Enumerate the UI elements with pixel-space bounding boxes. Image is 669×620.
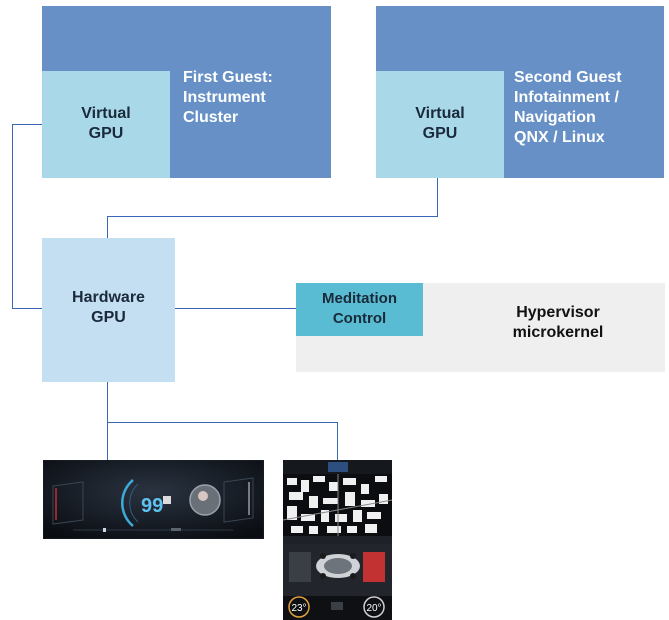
connector-left-vertical (12, 124, 13, 309)
first-virtual-gpu-label: Virtual GPU (42, 104, 170, 144)
second-guest-title: Second Guest Infotainment / Navigation Q… (514, 68, 664, 148)
meditation-line1: Meditation (322, 290, 397, 307)
infotainment-temp-right: 20° (366, 603, 381, 614)
first-guest-title-line1: First Guest: (183, 69, 273, 86)
infotainment-screen: 23° 20° (283, 460, 392, 620)
second-vgpu-line2: GPU (422, 125, 458, 142)
second-virtual-gpu-label: Virtual GPU (376, 104, 504, 144)
hardware-gpu-box: Hardware GPU (42, 238, 175, 382)
hardware-gpu-line1: Hardware (72, 289, 145, 306)
connector-mid-vertical (107, 216, 108, 239)
connector-left-bottom (12, 308, 43, 309)
first-vgpu-line1: Virtual (81, 105, 131, 122)
hypervisor-line2: microkernel (512, 324, 604, 341)
second-guest-title-line2: Infotainment / (514, 89, 619, 106)
first-guest-title-line3: Cluster (183, 109, 239, 126)
cluster-speed: 99 (141, 495, 163, 517)
first-guest-title-line2: Instrument (183, 89, 266, 106)
hypervisor-line1: Hypervisor (516, 304, 600, 321)
instrument-cluster-screen: 99 (43, 460, 264, 539)
meditation-control-label: Meditation Control (296, 289, 423, 329)
second-guest-title-line1: Second Guest (514, 69, 622, 86)
hardware-gpu-line2: GPU (91, 309, 126, 326)
connector-vgpu2-down (437, 176, 438, 217)
meditation-control-box: Meditation Control (296, 283, 423, 336)
connector-mid-horizontal (107, 216, 438, 217)
first-virtual-gpu-box: Virtual GPU (42, 71, 170, 178)
second-vgpu-line1: Virtual (415, 105, 465, 122)
infotainment-temp-left: 23° (291, 603, 306, 614)
first-vgpu-line2: GPU (88, 125, 124, 142)
connector-hw-down (107, 381, 108, 460)
connector-vgpu1-left (12, 124, 43, 125)
second-guest-title-line4: QNX / Linux (514, 129, 605, 146)
connector-bottom-horizontal (107, 422, 338, 423)
connector-infotainment-down (337, 422, 338, 460)
meditation-line2: Control (332, 310, 387, 327)
second-guest-title-line3: Navigation (514, 109, 596, 126)
connector-hw-meditation (174, 308, 297, 309)
second-virtual-gpu-box: Virtual GPU (376, 71, 504, 178)
hypervisor-label: Hypervisor microkernel (478, 303, 638, 343)
hardware-gpu-label: Hardware GPU (42, 288, 175, 328)
first-guest-title: First Guest: Instrument Cluster (183, 68, 328, 128)
